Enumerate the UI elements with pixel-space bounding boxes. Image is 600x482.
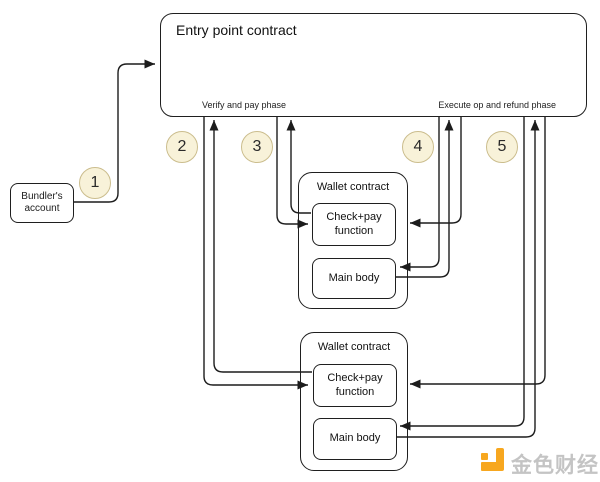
step-circle-2: 2 — [166, 131, 198, 163]
jinse-finance-logo-icon — [481, 448, 505, 472]
bundler-account-box: Bundler's account — [10, 183, 74, 223]
wallet-1-title: Wallet contract — [316, 181, 390, 193]
wallet-contract-1-box: Wallet contract Check+pay function Main … — [298, 172, 408, 309]
bundler-account-label: Bundler's account — [21, 190, 63, 215]
wallet-1-checkpay-box: Check+pay function — [312, 203, 396, 246]
arrow-5-call-wallet2-mainbody — [400, 117, 525, 431]
entry-point-title: Entry point contract — [176, 22, 297, 38]
verify-phase-label: Verify and pay phase — [202, 100, 287, 110]
arrow-5-return-to-entrypoint — [396, 120, 540, 438]
wallet-1-checkpay-label: Check+pay function — [326, 210, 382, 237]
wallet-2-mainbody-label: Main body — [329, 432, 381, 445]
step-circle-1: 1 — [79, 167, 111, 199]
step-5-label: 5 — [497, 138, 507, 155]
step-circle-3: 3 — [241, 131, 273, 163]
step-3-label: 3 — [252, 138, 262, 155]
step-circle-5: 5 — [486, 131, 518, 163]
execute-phase-label: Execute op and refund phase — [438, 100, 556, 110]
step-2-label: 2 — [177, 138, 187, 155]
wallet-1-mainbody-box: Main body — [312, 258, 396, 299]
watermark-text: 金色财经 — [511, 454, 599, 477]
step-4-label: 4 — [413, 138, 423, 155]
wallet-2-checkpay-box: Check+pay function — [313, 364, 397, 407]
wallet-2-mainbody-box: Main body — [313, 418, 397, 460]
step-circle-4: 4 — [402, 131, 434, 163]
wallet-2-checkpay-label: Check+pay function — [327, 371, 383, 398]
wallet-1-mainbody-label: Main body — [328, 271, 380, 284]
step-1-label: 1 — [90, 174, 100, 191]
entry-point-contract-box: Entry point contract — [160, 13, 587, 117]
wallet-2-title: Wallet contract — [317, 341, 391, 353]
wallet-contract-2-box: Wallet contract Check+pay function Main … — [300, 332, 408, 471]
